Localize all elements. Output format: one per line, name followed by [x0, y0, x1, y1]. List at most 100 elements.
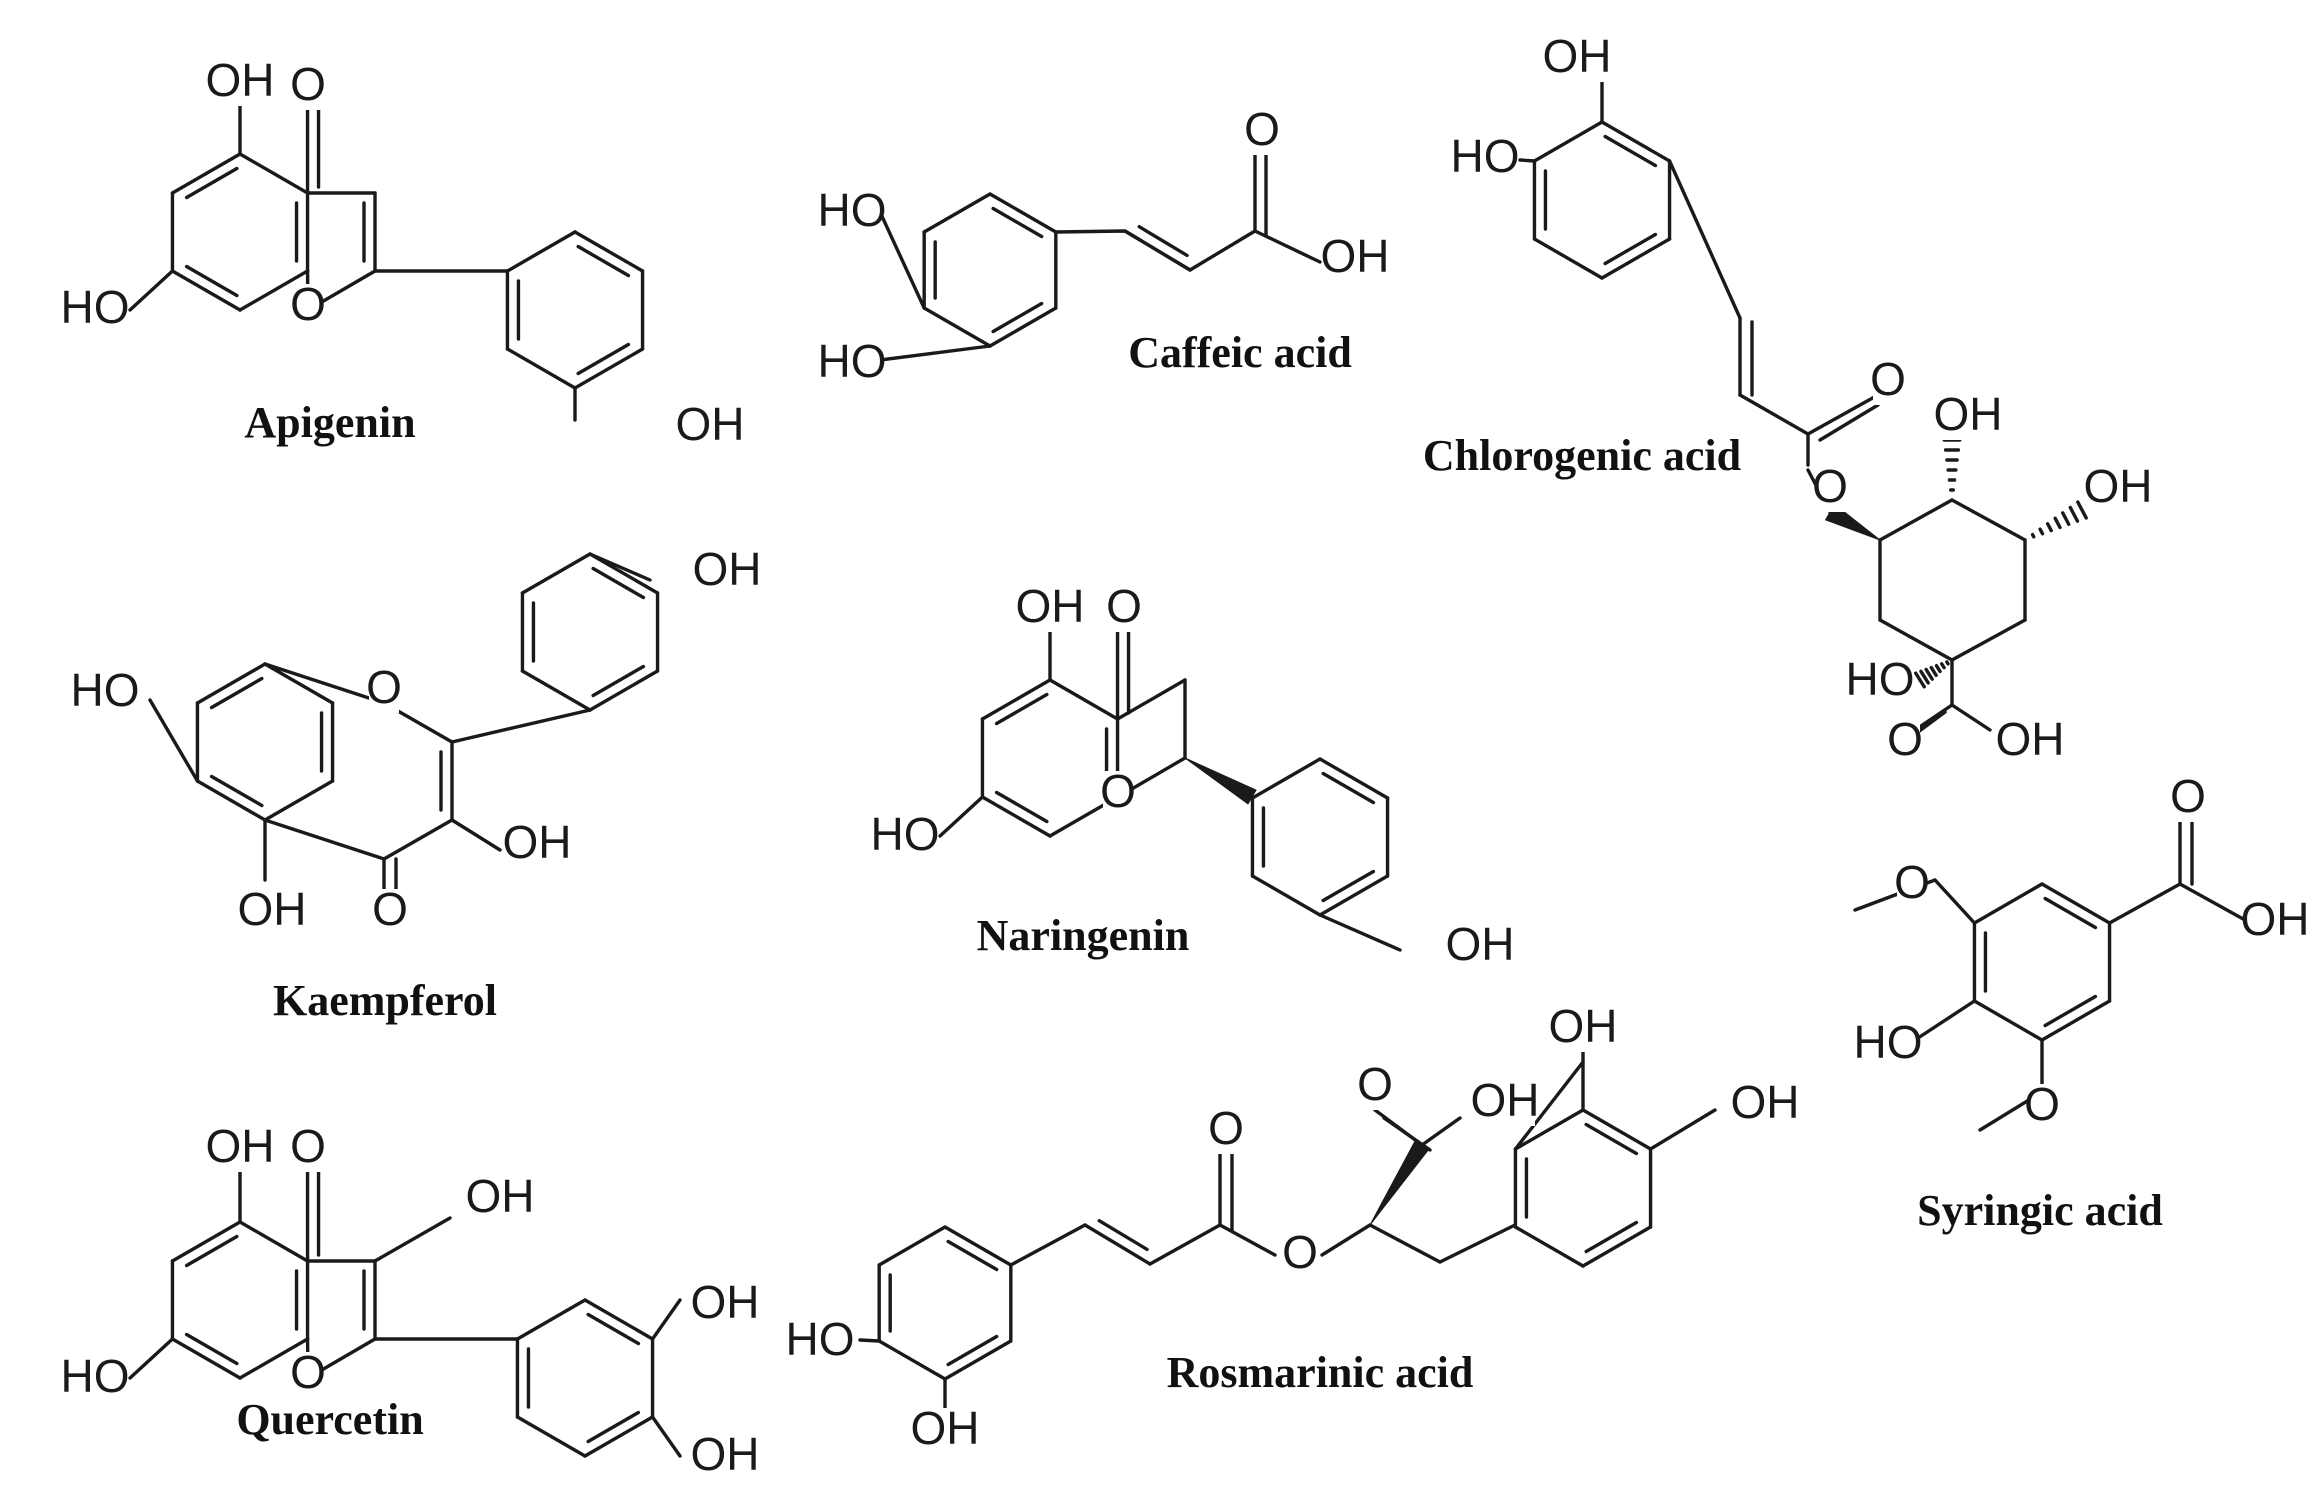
bond-line: [1581, 1225, 1653, 1268]
bond-line: [170, 152, 242, 195]
atom-label-background: [1020, 586, 1080, 632]
compound-names: Apigenin Caffeic acid Chlorogenic acid K…: [236, 328, 2163, 1444]
atom-label-oh: OH: [1446, 918, 1515, 970]
bond-line: [184, 264, 239, 298]
hashed-bond-line: [2061, 511, 2071, 526]
atom-label-background: [293, 284, 323, 330]
atom-label-background: [1890, 719, 1920, 765]
bond-line: [450, 818, 502, 852]
hashed-bond-line: [1914, 671, 1926, 689]
bond-line: [170, 269, 242, 312]
bond-line: [1972, 882, 2044, 925]
bond-line: [1321, 869, 1376, 903]
atom-label-background: [1103, 771, 1133, 817]
atom-label-background: [1553, 1006, 1613, 1052]
atom-label-o: O: [290, 1346, 326, 1398]
atom-label-background: [1873, 359, 1903, 405]
bond-line: [263, 662, 335, 705]
atom-label-background: [1450, 924, 1510, 970]
bond-line: [573, 347, 645, 390]
bond-line: [184, 1234, 239, 1268]
atom-label-oh: OH: [691, 1276, 760, 1328]
bond-line: [1584, 1220, 1639, 1254]
atom-label-o: O: [1100, 765, 1136, 817]
atom-label-background: [697, 549, 757, 595]
bond-line: [991, 301, 1044, 334]
atom-label-o: O: [1894, 856, 1930, 908]
compound-name-rosmarinic-acid: Rosmarinic acid: [1167, 1348, 1474, 1397]
atom-label-o: O: [1208, 1102, 1244, 1154]
bond-line: [1584, 1122, 1639, 1156]
bond-line: [1137, 225, 1189, 258]
bond-line: [1913, 703, 1954, 732]
hashed-bond-line: [1929, 665, 1938, 678]
atom-label-background: [210, 60, 270, 106]
bond-line: [1513, 1225, 1585, 1268]
bond-line: [2040, 882, 2112, 925]
bond-line: [1600, 120, 1672, 163]
bond-line: [650, 1298, 682, 1341]
bond-line: [382, 818, 454, 861]
bond-line: [878, 210, 926, 310]
hashed-bond-line: [1919, 669, 1930, 685]
bond-line: [170, 1220, 242, 1263]
atom-label-background: [695, 1434, 755, 1480]
atom-label-background: [375, 889, 405, 935]
atom-label-background: [790, 1319, 850, 1365]
bond-line: [858, 1338, 881, 1343]
bond-line: [1318, 913, 1402, 952]
hashed-bond-line: [1924, 667, 1934, 681]
atom-label-background: [507, 822, 567, 868]
atom-label-background: [369, 667, 399, 713]
bond-line: [238, 269, 310, 312]
compound-name-chlorogenic-acid: Chlorogenic acid: [1423, 431, 1741, 480]
bond-line: [170, 1337, 242, 1380]
atom-label-oh: OH: [2084, 460, 2153, 512]
atom-label-oh: OH: [1321, 230, 1390, 282]
compound-name-syringic-acid: Syringic acid: [1917, 1186, 2163, 1235]
bond-line: [1320, 1223, 1372, 1257]
bond-line: [128, 269, 175, 312]
bond-line: [1878, 618, 1954, 662]
compound-name-naringenin: Naringenin: [977, 911, 1190, 960]
atom-label-background: [1897, 862, 1927, 908]
bond-line: [946, 1334, 999, 1367]
bond-line: [263, 662, 386, 705]
bond-line: [1532, 120, 1604, 163]
atom-label-oh: OH: [1016, 580, 1085, 632]
bond-line: [988, 306, 1058, 348]
atom-label-oh: OH: [503, 816, 572, 868]
bond-line: [1972, 999, 2044, 1042]
atom-label-background: [695, 1282, 755, 1328]
atom-label-o: O: [366, 661, 402, 713]
bond-line: [1806, 393, 1880, 436]
bond-line: [586, 1312, 641, 1346]
bond-line: [1513, 1108, 1585, 1151]
atom-label-ho: HO: [871, 808, 940, 860]
atom-label-background: [1109, 586, 1139, 632]
atom-label-background: [2173, 776, 2203, 822]
atom-label-background: [1325, 236, 1385, 282]
atom-label-background: [2027, 1084, 2057, 1130]
bond-line: [586, 1410, 641, 1444]
bond-line: [1603, 134, 1658, 168]
hashed-bond-line: [1945, 660, 1950, 666]
bond-line: [922, 192, 992, 234]
atom-label-background: [293, 1126, 323, 1172]
bond-line: [1581, 1108, 1653, 1151]
atom-label-oh: OH: [676, 398, 745, 450]
wedge-bond: [1369, 1139, 1430, 1226]
atom-label-background: [470, 1176, 530, 1222]
atom-label-ho: HO: [818, 335, 887, 387]
atom-label-background: [680, 404, 740, 450]
atom-label-oh: OH: [206, 1120, 275, 1172]
bond-line: [1009, 1223, 1087, 1267]
atom-label-background: [822, 190, 882, 236]
atom-label-oh: OH: [911, 1402, 980, 1454]
atom-label-background: [1938, 394, 1998, 440]
atom-label-background: [1815, 466, 1845, 512]
atom-label-oh: OH: [206, 54, 275, 106]
bond-line: [1878, 498, 1954, 542]
atom-label-o: O: [1812, 460, 1848, 512]
